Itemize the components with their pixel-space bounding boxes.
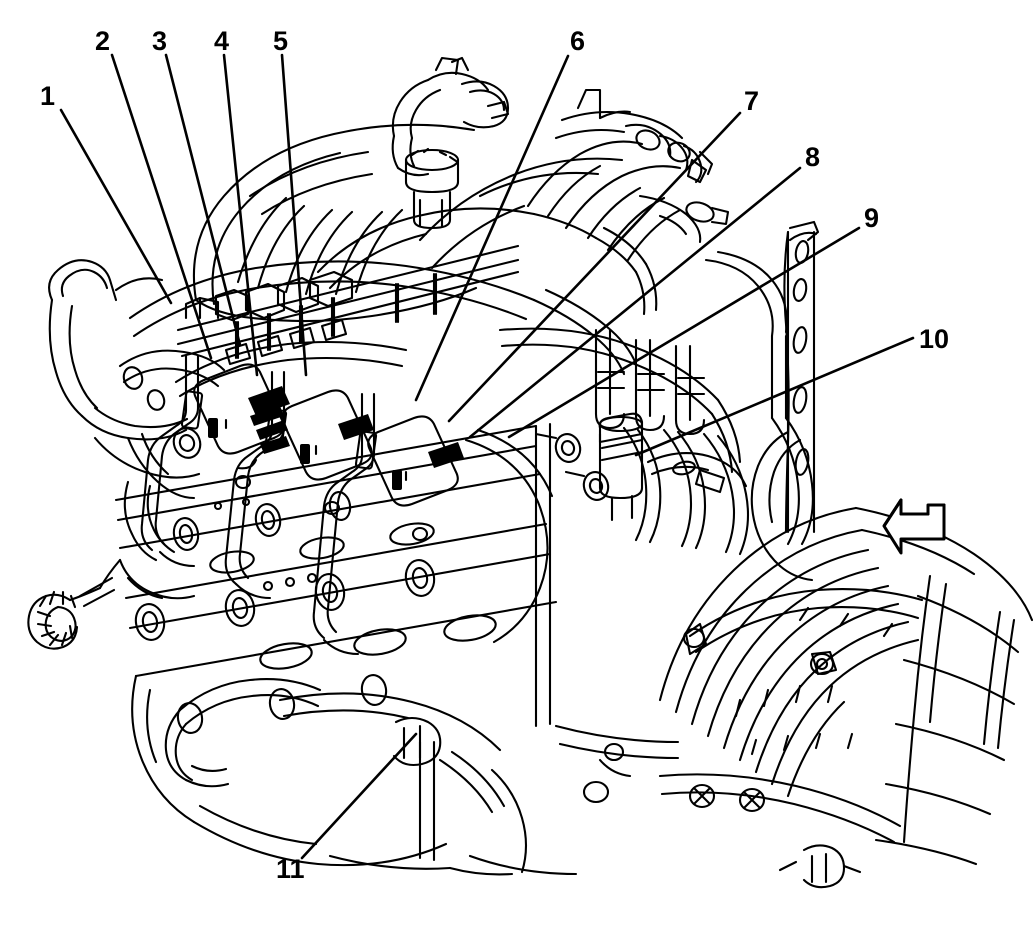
callout-leader-line-3 [164, 53, 242, 347]
lower-coolant-loop [164, 678, 322, 788]
callout-number-1: 1 [40, 81, 56, 111]
callout-number-9: 9 [864, 203, 880, 233]
slotted-support-bracket [750, 220, 820, 582]
callout-number-2: 2 [95, 26, 111, 56]
callout-leader-line-7 [447, 111, 742, 423]
engine-cylinder-block [114, 422, 558, 876]
callout-leader-line-11 [300, 732, 418, 860]
callout-leader-line-4 [222, 53, 259, 377]
callout-number-5: 5 [273, 26, 289, 56]
callout-number-8: 8 [805, 142, 821, 172]
oil-fill-cap [404, 147, 460, 230]
spark-plug-wire-set [140, 354, 378, 656]
transmission-bellhousing [658, 506, 1033, 889]
callout-leader-line-5 [280, 53, 308, 377]
callout-number-11: 11 [276, 854, 305, 884]
callout-number-3: 3 [152, 26, 168, 56]
callout-number-4: 4 [214, 26, 230, 56]
callout-number-7: 7 [744, 86, 760, 116]
callout-leader-line-8 [468, 166, 802, 439]
wiring-harness-connector [27, 576, 116, 650]
callout-leader-line-2 [110, 53, 213, 360]
callout-leader-line-1 [59, 108, 173, 305]
callout-number-10: 10 [919, 324, 950, 354]
lower-right-rail [468, 724, 680, 876]
oil-filter-adapter [392, 716, 442, 767]
callout-leader-line-6 [414, 54, 570, 402]
callout-number-6: 6 [570, 26, 586, 56]
center-accessory-detail [534, 412, 748, 522]
callout-leader-line-10 [634, 336, 915, 457]
throttle-body [391, 56, 510, 177]
forward-direction-arrow [882, 498, 946, 555]
callout-leader-line-9 [507, 226, 861, 439]
